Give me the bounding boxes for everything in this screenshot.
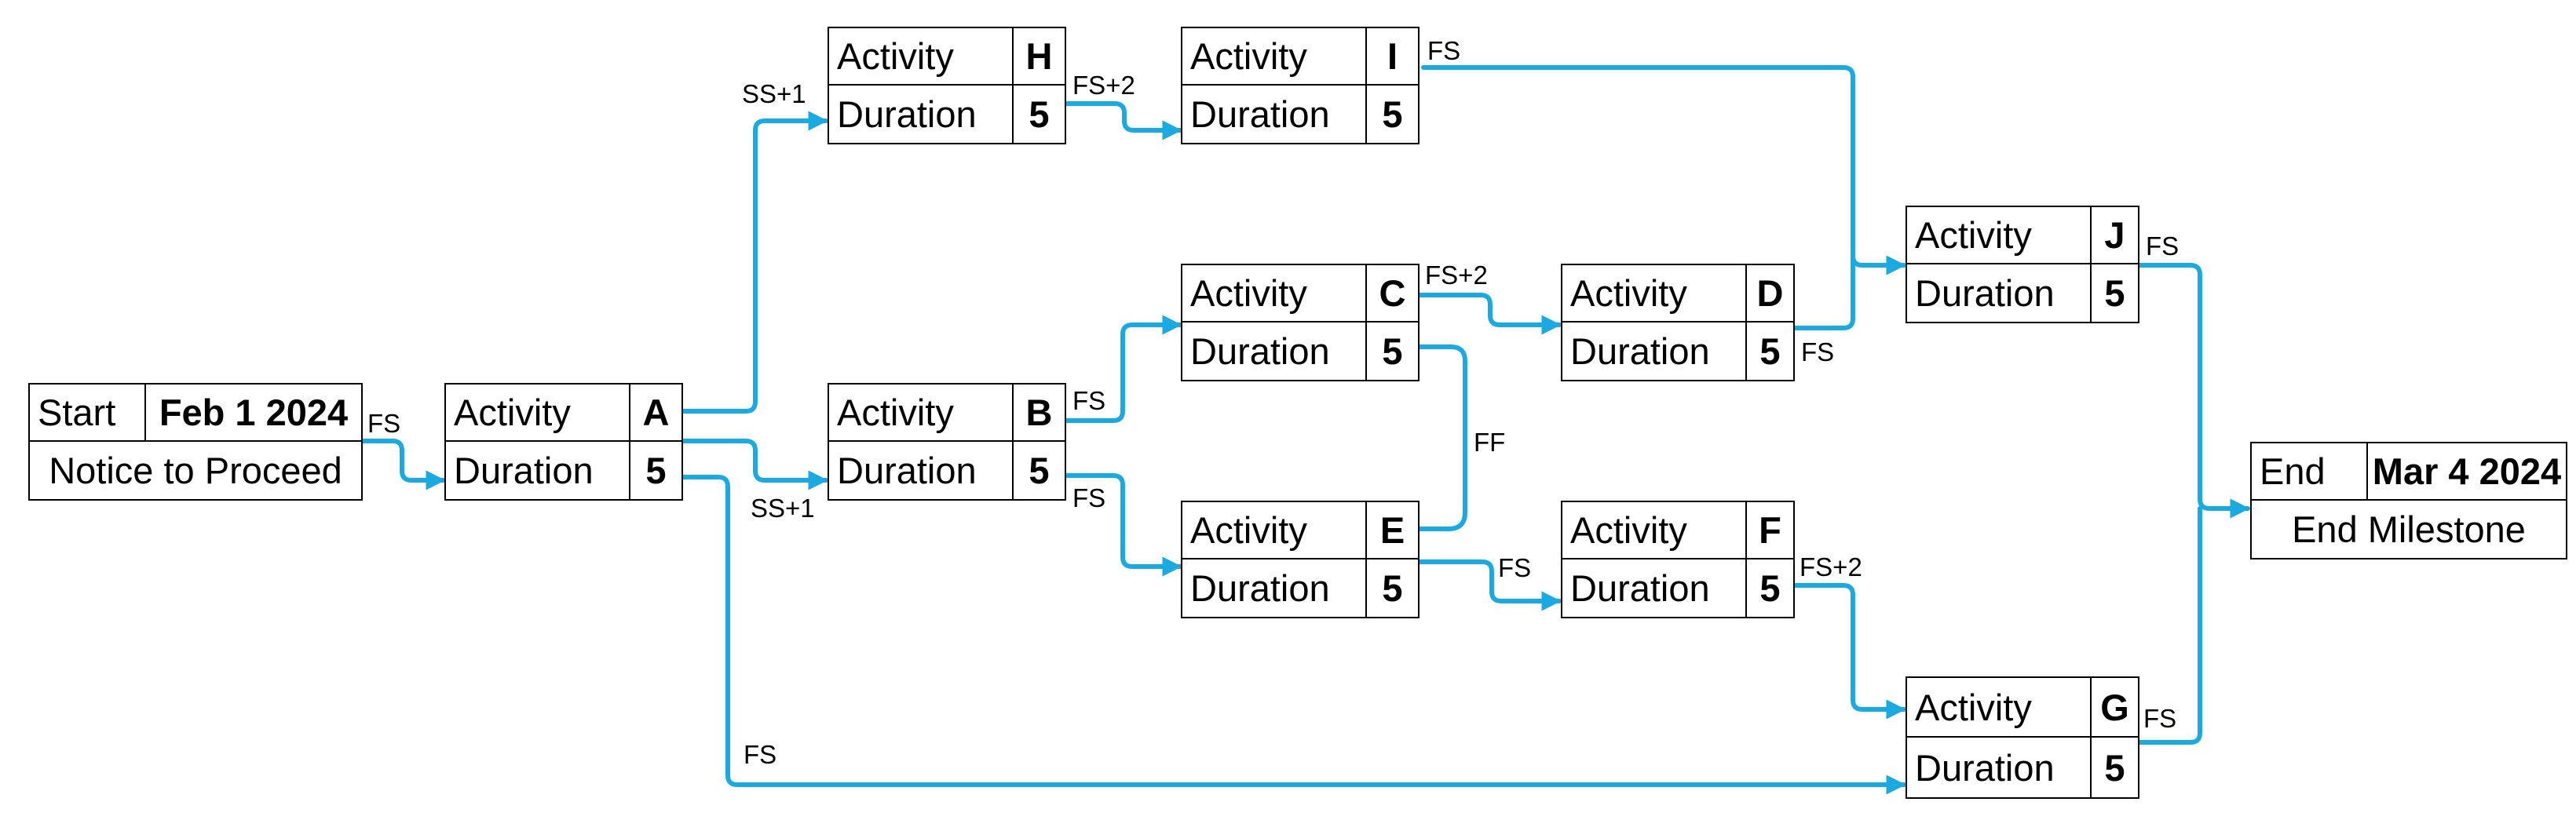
duration-value: 5 (1759, 567, 1781, 609)
link-b-c (1064, 315, 1182, 423)
link-c-d (1417, 293, 1562, 335)
link-label-a-h: SS+1 (742, 79, 806, 108)
duration-value: 5 (1382, 93, 1403, 135)
link-f-g (1792, 583, 1906, 720)
link-i-j (1421, 65, 1906, 275)
end-date: Mar 4 2024 (2372, 450, 2562, 492)
activity-id: I (1387, 35, 1398, 77)
link-label-a-g: FS (744, 740, 776, 769)
duration-value: 5 (1759, 330, 1781, 372)
activity-label: Activity (1562, 265, 1747, 321)
link-label-a-b: SS+1 (751, 494, 815, 523)
duration-label: Duration (1562, 323, 1747, 380)
link-a-g (681, 475, 1906, 795)
link-label-b-c: FS (1072, 386, 1105, 415)
duration-value: 5 (2104, 746, 2125, 789)
activity-node-c: Activity C Duration 5 (1181, 264, 1420, 381)
activity-id: B (1025, 392, 1053, 433)
activity-node-h: Activity H Duration 5 (828, 27, 1066, 144)
duration-label: Duration (446, 442, 630, 499)
link-e-f (1417, 559, 1562, 611)
link-label-j-end: FS (2146, 231, 2179, 261)
duration-label: Duration (1182, 86, 1367, 143)
link-j-end (2137, 263, 2250, 519)
activity-label: Activity (829, 385, 1014, 440)
start-label: Start (30, 385, 146, 440)
duration-label: Duration (829, 442, 1014, 499)
duration-value: 5 (1382, 567, 1403, 609)
duration-label: Duration (1182, 559, 1367, 617)
link-label-c-e-ff: FF (1474, 428, 1505, 457)
link-label-h-i: FS+2 (1072, 71, 1135, 100)
duration-label: Duration (1907, 264, 2092, 322)
link-a-b (681, 439, 828, 490)
link-label-e-f: FS (1498, 553, 1531, 582)
activity-id: H (1025, 35, 1053, 77)
activity-id: G (2100, 686, 2129, 728)
duration-label: Duration (1182, 323, 1367, 380)
link-label-c-d: FS+2 (1425, 261, 1488, 290)
activity-id: D (1756, 272, 1784, 314)
link-label-start-a: FS (367, 409, 400, 438)
start-date: Feb 1 2024 (159, 392, 349, 433)
link-h-i (1064, 101, 1182, 140)
activity-id: F (1759, 509, 1781, 551)
link-a-h (681, 111, 828, 414)
duration-value: 5 (1029, 93, 1050, 135)
link-label-i-j: FS (1427, 36, 1460, 65)
duration-label: Duration (829, 86, 1014, 143)
activity-id: J (2104, 214, 2125, 256)
activity-node-d: Activity D Duration 5 (1561, 264, 1795, 381)
activity-id: C (1379, 272, 1406, 314)
activity-label: Activity (446, 385, 630, 440)
activity-node-f: Activity F Duration 5 (1561, 501, 1795, 618)
activity-label: Activity (1562, 502, 1747, 558)
link-label-f-g: FS+2 (1800, 552, 1862, 581)
duration-label: Duration (1562, 559, 1747, 617)
end-label: End (2252, 443, 2368, 499)
link-label-g-end: FS (2143, 704, 2176, 733)
activity-label: Activity (1182, 28, 1367, 84)
activity-node-i: Activity I Duration 5 (1181, 27, 1420, 144)
start-node: Start Feb 1 2024 Notice to Proceed (28, 383, 363, 501)
activity-id: E (1379, 509, 1405, 551)
duration-value: 5 (645, 450, 667, 491)
duration-label: Duration (1907, 738, 2092, 797)
link-label-b-e: FS (1072, 483, 1105, 512)
start-description: Notice to Proceed (49, 450, 342, 491)
activity-label: Activity (1182, 502, 1367, 558)
end-description: End Milestone (2292, 508, 2526, 550)
activity-node-b: Activity B Duration 5 (828, 383, 1066, 501)
activity-label: Activity (1907, 678, 2092, 736)
link-c-e-ff (1417, 344, 1467, 531)
activity-label: Activity (829, 28, 1014, 84)
activity-id: A (642, 392, 670, 433)
activity-node-g: Activity G Duration 5 (1906, 676, 2139, 799)
activity-label: Activity (1182, 265, 1367, 321)
activity-node-e: Activity E Duration 5 (1181, 501, 1420, 618)
duration-value: 5 (1029, 450, 1050, 491)
link-g-end (2137, 506, 2202, 745)
link-b-e (1064, 473, 1182, 577)
activity-label: Activity (1907, 207, 2092, 263)
activity-node-j: Activity J Duration 5 (1906, 206, 2139, 323)
link-d-j (1792, 75, 1855, 330)
link-start-a (360, 439, 446, 490)
end-node: End Mar 4 2024 End Milestone (2250, 442, 2567, 559)
duration-value: 5 (2104, 272, 2125, 314)
duration-value: 5 (1382, 330, 1403, 372)
activity-node-a: Activity A Duration 5 (444, 383, 683, 501)
link-label-d-j: FS (1801, 337, 1834, 366)
